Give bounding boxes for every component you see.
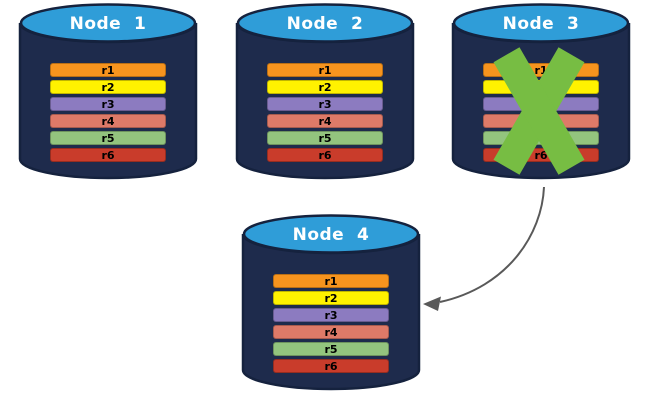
node-title: Node 3 (502, 14, 580, 34)
row-r4: r4 (483, 114, 599, 128)
node-3: Node 3 r1 r2 r3 r4 r5 r6 (451, 1, 631, 181)
row-r4: r4 (267, 114, 383, 128)
row-r1: r1 (267, 63, 383, 77)
row-r4: r4 (273, 325, 389, 339)
cylinder-top (236, 3, 414, 43)
cylinder-top (242, 214, 420, 254)
row-r5: r5 (273, 342, 389, 356)
row-r3: r3 (50, 97, 166, 111)
node-title: Node 4 (292, 225, 370, 245)
row-r1: r1 (273, 274, 389, 288)
row-r5: r5 (50, 131, 166, 145)
row-r6: r6 (483, 148, 599, 162)
cylinder-top (19, 3, 197, 43)
node-4: Node 4 r1 r2 r3 r4 r5 r6 (241, 212, 421, 392)
arrow-shaft (439, 186, 545, 303)
arrow-head-icon (423, 296, 441, 311)
row-r2: r2 (267, 80, 383, 94)
row-r6: r6 (273, 359, 389, 373)
row-r3: r3 (273, 308, 389, 322)
row-r5: r5 (267, 131, 383, 145)
row-list: r1 r2 r3 r4 r5 r6 (273, 274, 389, 373)
row-r5: r5 (483, 131, 599, 145)
row-list: r1 r2 r3 r4 r5 r6 (267, 63, 383, 162)
row-r1: r1 (50, 63, 166, 77)
row-r6: r6 (267, 148, 383, 162)
row-r2: r2 (50, 80, 166, 94)
node-title: Node 1 (69, 14, 147, 34)
row-r1: r1 (483, 63, 599, 77)
row-r4: r4 (50, 114, 166, 128)
row-r3: r3 (483, 97, 599, 111)
node-2: Node 2 r1 r2 r3 r4 r5 r6 (235, 1, 415, 181)
node-title: Node 2 (286, 14, 364, 34)
cylinder-top (452, 3, 630, 43)
row-r2: r2 (273, 291, 389, 305)
row-r2: r2 (483, 80, 599, 94)
row-r6: r6 (50, 148, 166, 162)
node-1: Node 1 r1 r2 r3 r4 r5 r6 (18, 1, 198, 181)
row-r3: r3 (267, 97, 383, 111)
row-list: r1 r2 r3 r4 r5 r6 (50, 63, 166, 162)
row-list: r1 r2 r3 r4 r5 r6 (483, 63, 599, 162)
